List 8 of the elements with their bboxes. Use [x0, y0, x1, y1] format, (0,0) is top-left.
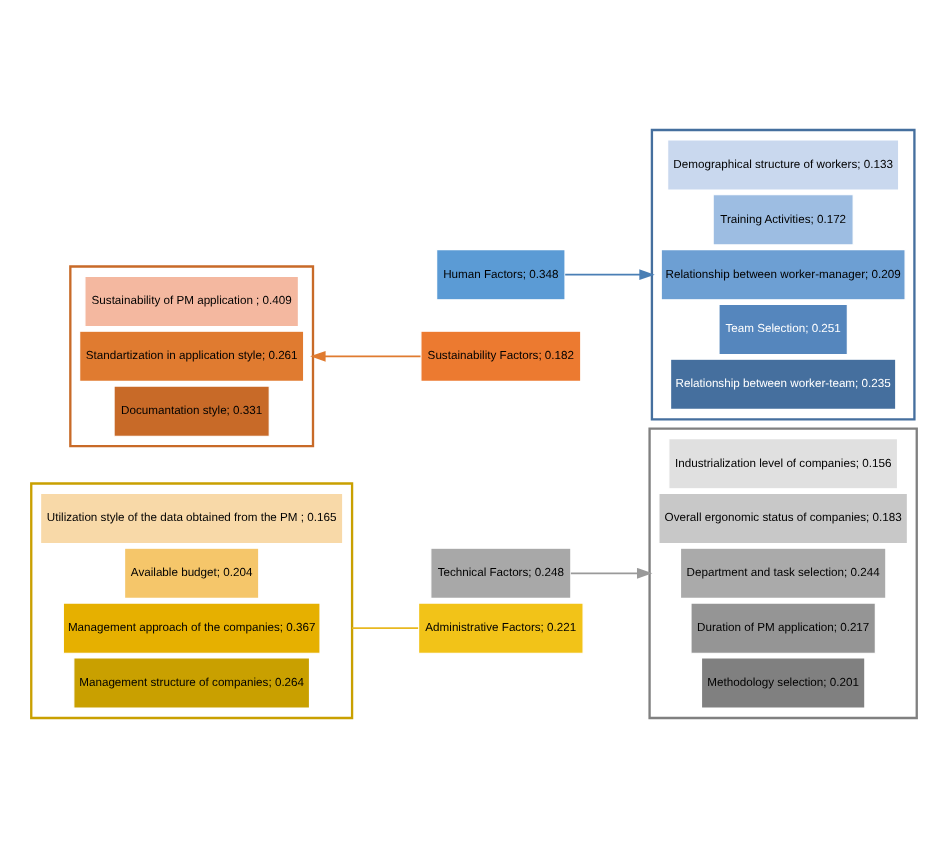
arrow [310, 350, 422, 362]
cluster [650, 128, 916, 421]
cluster [30, 482, 354, 720]
cluster [648, 427, 918, 720]
cluster [69, 265, 315, 448]
connector [351, 627, 420, 630]
arrow [569, 567, 653, 579]
arrow [564, 269, 655, 281]
